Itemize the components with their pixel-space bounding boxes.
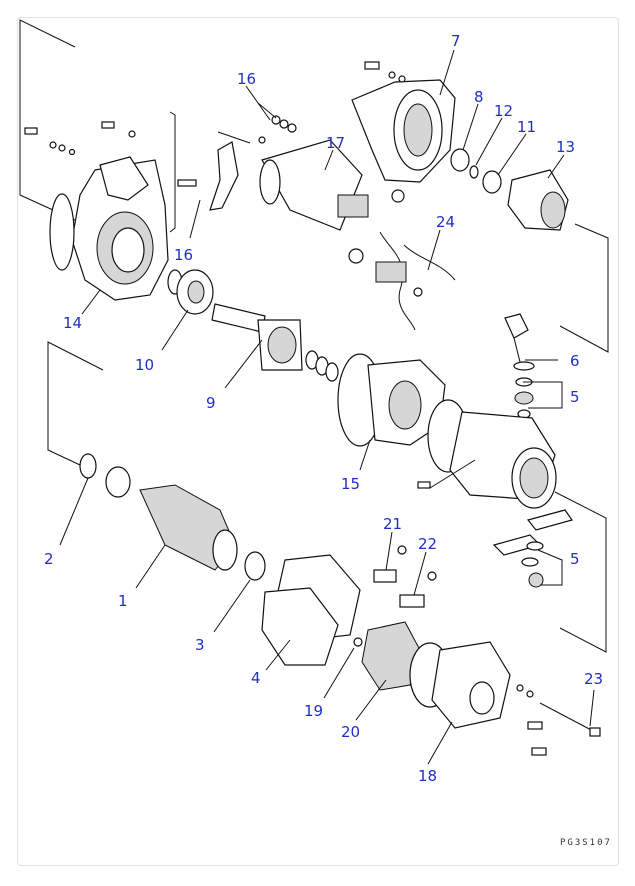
brush-plate-part — [353, 621, 421, 691]
callout-4: 4 — [251, 669, 261, 687]
yoke-field-frame-part — [417, 399, 557, 509]
gear-shaft-part — [211, 303, 339, 382]
callout-1: 1 — [118, 592, 128, 610]
brush-holder-frame-part — [261, 554, 361, 666]
callout-2: 2 — [44, 550, 54, 568]
brush-parts — [373, 545, 437, 608]
armature-part — [79, 453, 266, 581]
callout-22: 22 — [418, 535, 437, 553]
callout-6: 6 — [570, 352, 580, 370]
bushing-part — [450, 148, 502, 194]
insulator-plates-part — [492, 509, 573, 588]
drawing-code: PG3S107 — [560, 838, 612, 848]
terminal-hardware-part — [504, 313, 535, 419]
callout-7: 7 — [451, 32, 461, 50]
callout-labels: 1 2 3 4 5 5 6 7 8 9 10 11 12 13 14 15 16… — [44, 32, 603, 785]
shift-lever-part — [209, 115, 297, 211]
callout-5-lower: 5 — [570, 550, 580, 568]
solenoid-switch-part — [259, 139, 405, 264]
callout-20: 20 — [341, 723, 360, 741]
wire-harness-part — [375, 231, 456, 331]
callout-24: 24 — [436, 213, 455, 231]
callout-13: 13 — [556, 138, 575, 156]
callout-17: 17 — [326, 134, 345, 152]
bearing-part — [167, 269, 214, 315]
callout-9: 9 — [206, 394, 216, 412]
front-housing-part — [49, 156, 169, 301]
callout-15: 15 — [341, 475, 360, 493]
callout-21: 21 — [383, 515, 402, 533]
callout-18: 18 — [418, 767, 437, 785]
callout-3: 3 — [195, 636, 205, 654]
callout-10: 10 — [135, 356, 154, 374]
callout-11: 11 — [517, 118, 536, 136]
drive-housing-bracket-part — [351, 61, 456, 183]
callout-8: 8 — [474, 88, 484, 106]
leader-lines — [59, 49, 595, 765]
callout-12: 12 — [494, 102, 513, 120]
callout-23: 23 — [584, 670, 603, 688]
callout-16-lower: 16 — [174, 246, 193, 264]
callout-19: 19 — [304, 702, 323, 720]
hardware-bolts-topleft — [24, 121, 197, 187]
pinion-clutch-part — [507, 169, 569, 231]
center-bracket-part — [337, 353, 446, 447]
callout-5-upper: 5 — [570, 388, 580, 406]
callout-14: 14 — [63, 314, 82, 332]
callout-16-upper: 16 — [237, 70, 256, 88]
guide-lines — [19, 19, 609, 653]
rear-cover-part — [409, 641, 601, 756]
